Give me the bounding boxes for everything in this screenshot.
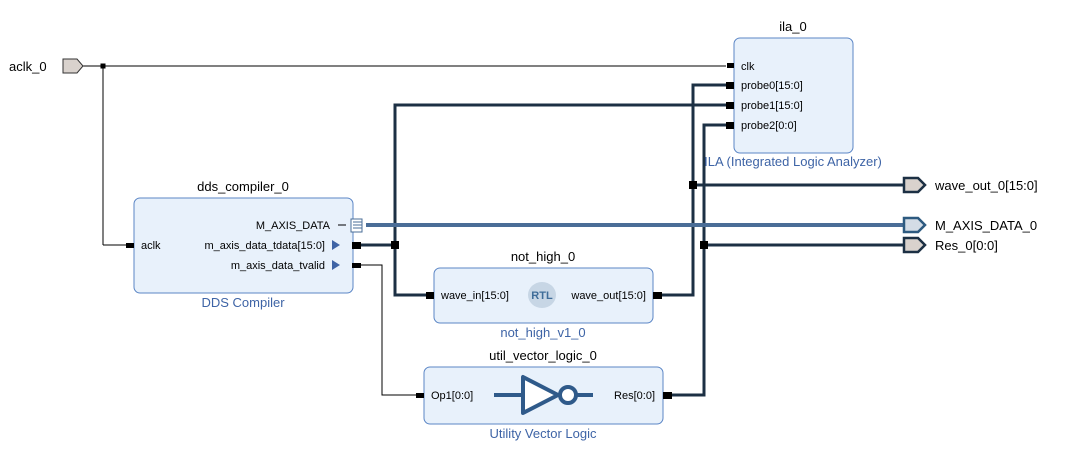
pin-label-op1: Op1[0:0] [431, 390, 473, 402]
block-ila[interactable]: ila_0 clk probe0[15:0] probe1[15:0] prob… [704, 19, 882, 169]
block-ila-instance-name: ila_0 [779, 19, 806, 34]
net-wave-out-bus[interactable] [661, 83, 904, 297]
not-gate-icon [494, 375, 593, 415]
block-not-high[interactable]: not_high_0 wave_in[15:0] RTL wave_out[15… [426, 249, 662, 340]
net-tdata-bus[interactable] [352, 103, 726, 297]
pin-not-high-wave-in[interactable] [426, 292, 434, 299]
net-aclk[interactable] [83, 63, 726, 246]
output-port-arrow-icon [902, 236, 927, 254]
interface-port-arrow-icon [902, 216, 927, 234]
pin-label-probe2: probe2[0:0] [741, 120, 797, 132]
pin-label-res: Res[0:0] [614, 390, 655, 402]
pin-uvl-res[interactable] [663, 392, 672, 399]
block-dds-instance-name: dds_compiler_0 [197, 179, 289, 194]
block-dds-ip-name: DDS Compiler [201, 295, 285, 310]
pin-label-tvalid: m_axis_data_tvalid [231, 260, 325, 272]
block-uvl-ip-name: Utility Vector Logic [490, 426, 597, 441]
svg-text:RTL: RTL [531, 290, 553, 302]
output-port-arrow-icon [902, 176, 927, 194]
pin-label-wave-in: wave_in[15:0] [440, 290, 509, 302]
pin-label-wave-out: wave_out[15:0] [570, 290, 646, 302]
pin-label-tdata: m_axis_data_tdata[15:0] [205, 240, 325, 252]
block-uvl-instance-name: util_vector_logic_0 [489, 348, 597, 363]
pin-ila-probe2[interactable] [726, 122, 734, 129]
block-util-vector-logic[interactable]: util_vector_logic_0 Op1[0:0] Res[0:0] Ut… [416, 348, 672, 441]
port-wave-out-0-label: wave_out_0[15:0] [934, 178, 1038, 193]
pin-ila-clk[interactable] [727, 63, 734, 68]
output-arrow-icon [332, 240, 340, 250]
pin-not-high-wave-out[interactable] [653, 292, 662, 299]
block-not-high-instance-name: not_high_0 [511, 249, 575, 264]
block-not-high-ip-name: not_high_v1_0 [500, 325, 585, 340]
pin-ila-probe0[interactable] [726, 82, 734, 89]
port-wave-out-0[interactable]: wave_out_0[15:0] [902, 176, 1038, 194]
axi-interface-connector-icon[interactable] [350, 218, 363, 233]
pin-label-m-axis-data: M_AXIS_DATA [256, 220, 331, 232]
net-tvalid[interactable] [352, 264, 416, 396]
net-res[interactable] [670, 123, 904, 397]
pin-uvl-op1[interactable] [416, 393, 424, 398]
port-res-0[interactable]: Res_0[0:0] [902, 236, 998, 254]
port-aclk-0-label: aclk_0 [9, 59, 47, 74]
pin-label-clk: clk [741, 61, 755, 73]
block-ila-ip-name: ILA (Integrated Logic Analyzer) [704, 154, 882, 169]
input-port-arrow-icon [62, 58, 84, 74]
output-arrow-icon [332, 260, 340, 270]
pin-dds-aclk[interactable] [126, 243, 134, 248]
pin-label-probe1: probe1[15:0] [741, 100, 803, 112]
rtl-module-icon: RTL [528, 282, 556, 308]
port-m-axis-data-0[interactable]: M_AXIS_DATA_0 [902, 216, 1037, 234]
pin-label-probe0: probe0[15:0] [741, 80, 803, 92]
pin-dds-tvalid[interactable] [352, 263, 361, 268]
pin-label-aclk: aclk [141, 240, 161, 252]
block-ila-body[interactable] [733, 37, 854, 154]
pin-ila-probe1[interactable] [726, 102, 734, 109]
port-res-0-label: Res_0[0:0] [935, 238, 998, 253]
port-m-axis-data-0-label: M_AXIS_DATA_0 [935, 218, 1037, 233]
port-aclk-0[interactable]: aclk_0 [9, 58, 84, 74]
block-dds-compiler[interactable]: dds_compiler_0 aclk M_AXIS_DATA m_axis_d… [126, 179, 363, 310]
pin-dds-tdata[interactable] [352, 242, 361, 249]
